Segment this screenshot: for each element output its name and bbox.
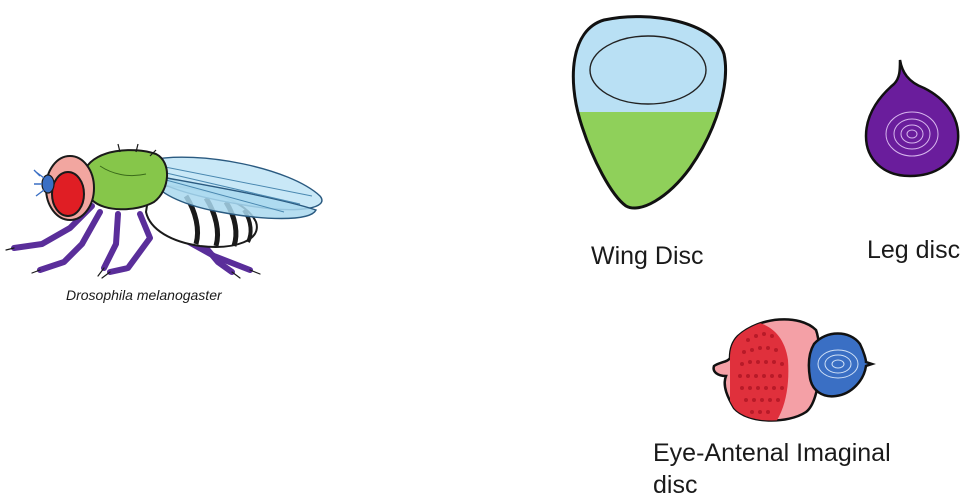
wing-disc-label: Wing Disc [591,241,704,271]
fly-eye [52,172,84,216]
eye-antennal-disc-illustration [714,319,872,430]
species-label: Drosophila melanogaster [66,287,222,304]
leg-disc-label: Leg disc [867,235,960,265]
fruit-fly-illustration [6,144,322,278]
fly-thorax [84,144,167,209]
eye-antennal-disc-label: Eye-Antenal Imaginal disc [653,437,923,501]
leg-disc-illustration [866,60,958,176]
wing-disc-illustration [560,17,740,222]
fly-head [34,156,94,220]
